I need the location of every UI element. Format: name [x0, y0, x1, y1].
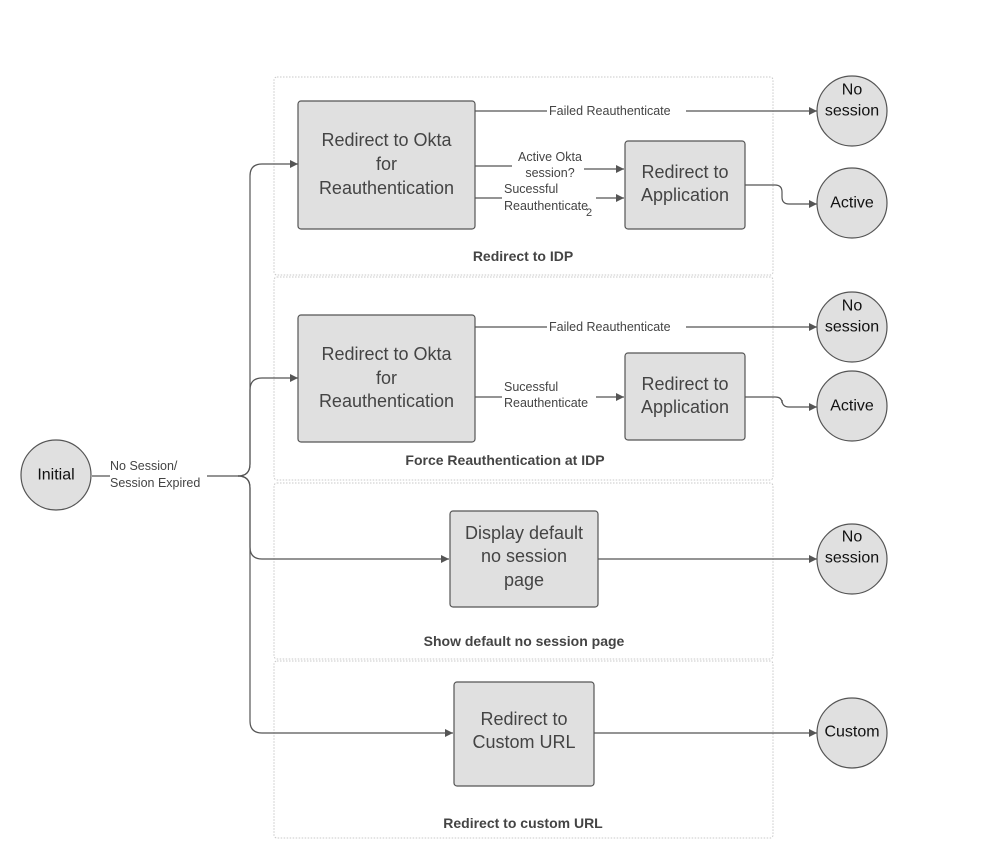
force-edge-label-failed: Failed Reauthenticate — [549, 320, 671, 334]
force-redirect-okta-line-3: Reauthentication — [319, 391, 454, 411]
display-default-line-1: Display default — [465, 523, 583, 543]
force-state-active-label: Active — [830, 398, 874, 415]
edge-to-default-page — [237, 475, 449, 563]
force-redirect-okta-line-2: for — [376, 368, 397, 388]
state-active-label: Active — [830, 195, 874, 212]
state-custom — [816, 697, 888, 769]
edge-label-no-session: No Session/ — [110, 459, 178, 473]
redirect-okta-line-2: for — [376, 154, 397, 174]
force-redirect-okta-line-1: Redirect to Okta — [321, 344, 452, 364]
edge-label-session-expired: Session Expired — [110, 476, 200, 490]
state-no-session — [816, 75, 888, 147]
edge-app-to-active — [745, 184, 817, 208]
edge-to-redirect-idp — [237, 160, 298, 477]
default-state-no-session-line-2: session — [825, 550, 879, 567]
force-edge-label-successful: Sucessful — [504, 380, 558, 394]
edge-label-mark: 2 — [586, 207, 592, 219]
edge-label-reauthenticate: Reauthenticate — [504, 199, 588, 213]
force-state-no-session-line-1: No — [842, 298, 863, 315]
default-state-no-session-line-1: No — [842, 529, 863, 546]
edge-to-custom-url — [237, 475, 453, 737]
redirect-app-line-2: Application — [641, 185, 729, 205]
default-state-no-session — [816, 523, 888, 595]
state-initial-label: Initial — [37, 467, 74, 484]
custom-url-box — [453, 681, 595, 787]
edge-label-successful: Sucessful — [504, 182, 558, 196]
force-edge-app-to-active — [745, 396, 817, 411]
custom-url-line-1: Redirect to — [480, 709, 567, 729]
display-default-line-3: page — [504, 570, 544, 590]
group-title-default-page: Show default no session page — [424, 633, 625, 649]
redirect-okta-line-3: Reauthentication — [319, 178, 454, 198]
edge-label-active-okta: Active Okta — [518, 150, 582, 164]
redirect-app-line-1: Redirect to — [641, 162, 728, 182]
custom-url-line-2: Custom URL — [472, 732, 575, 752]
group-title-redirect-idp: Redirect to IDP — [473, 248, 573, 264]
state-custom-label: Custom — [824, 724, 879, 741]
force-state-no-session — [816, 291, 888, 363]
redirect-okta-line-1: Redirect to Okta — [321, 130, 452, 150]
group-title-force-reauth: Force Reauthentication at IDP — [405, 452, 604, 468]
force-redirect-app-line-1: Redirect to — [641, 374, 728, 394]
edge-label-failed: Failed Reauthenticate — [549, 104, 671, 118]
group-panel-force-reauth — [273, 276, 774, 481]
edge-label-session-q: session? — [525, 166, 574, 180]
state-no-session-line-2: session — [825, 103, 879, 120]
state-active — [816, 167, 888, 239]
group-title-custom-url: Redirect to custom URL — [443, 815, 603, 831]
force-edge-label-reauthenticate: Reauthenticate — [504, 396, 588, 410]
force-state-no-session-line-2: session — [825, 319, 879, 336]
edge-to-force-reauth — [237, 374, 298, 477]
group-panel-custom-url — [273, 660, 774, 839]
group-panel-redirect-idp — [273, 76, 774, 276]
group-panel-default-page — [273, 482, 774, 660]
force-redirect-okta-box — [297, 314, 476, 443]
force-state-active — [816, 370, 888, 442]
redirect-okta-box — [297, 100, 476, 230]
force-redirect-app-line-2: Application — [641, 397, 729, 417]
state-no-session-line-1: No — [842, 82, 863, 99]
display-default-line-2: no session — [481, 546, 567, 566]
state-initial — [20, 439, 92, 511]
